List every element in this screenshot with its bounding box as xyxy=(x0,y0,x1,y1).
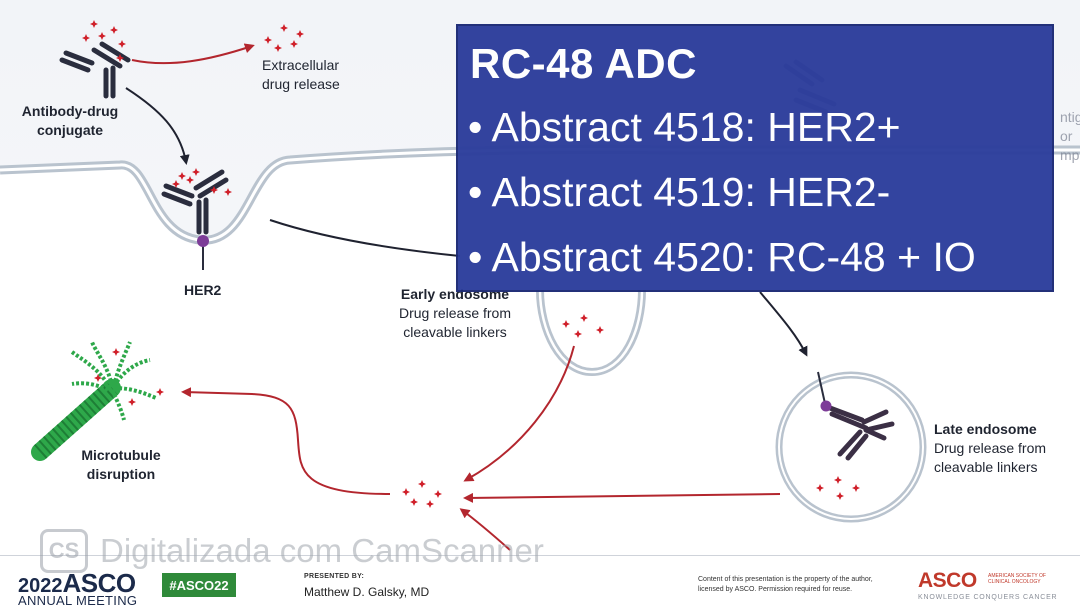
early-endosome-label: Early endosome Drug release from cleavab… xyxy=(388,285,522,342)
annual-meeting-label: ANNUAL MEETING xyxy=(18,593,138,608)
arrow-lower-release xyxy=(459,508,511,551)
hashtag-badge: #ASCO22 xyxy=(162,573,236,597)
rc48-overlay-box: RC-48 ADC • Abstract 4518: HER2+ • Abstr… xyxy=(456,24,1054,292)
overlay-bullet-4520: • Abstract 4520: RC-48 + IO xyxy=(468,234,976,280)
late-endosome-label: Late endosome Drug release from cleavabl… xyxy=(934,420,1046,477)
presenter-name: Matthew D. Galsky, MD xyxy=(304,585,430,599)
early-endosome-line2: cleavable linkers xyxy=(403,324,507,340)
arrow-extracellular-release xyxy=(131,43,255,65)
presented-by-label: PRESENTED BY: xyxy=(304,573,365,580)
antigen-complex-line1: ntigen or xyxy=(1060,109,1080,144)
asco-tagline: KNOWLEDGE CONQUERS CANCER xyxy=(918,594,1058,601)
adc-label-line2: conjugate xyxy=(36,122,104,138)
slide-footer: 2022ASCO ANNUAL MEETING #ASCO22 PRESENTE… xyxy=(0,555,1080,612)
camscanner-watermark: CS Digitalizada com CamScanner xyxy=(40,526,544,576)
extracellular-label: Extracellular drug release xyxy=(262,56,340,94)
bound-adc-icon xyxy=(161,169,229,235)
arrow-to-microtubule xyxy=(181,387,391,495)
extracellular-label-line2: drug release xyxy=(262,76,340,92)
asco-society-name: AMERICAN SOCIETY OF CLINICAL ONCOLOGY xyxy=(988,573,1046,585)
copyright-notice: Content of this presentation is the prop… xyxy=(698,576,873,593)
late-her2-node xyxy=(820,400,832,412)
overlay-bullet-4518: • Abstract 4518: HER2+ xyxy=(468,104,901,150)
arrow-internalization xyxy=(269,219,461,257)
early-endosome-line1: Drug release from xyxy=(398,305,512,321)
arrow-to-late-endosome xyxy=(759,291,808,357)
overlay-bullet-4519: • Abstract 4519: HER2- xyxy=(468,169,891,215)
late-endosome-title: Late endosome xyxy=(934,421,1037,437)
microtubule-label-line2: disruption xyxy=(86,466,156,482)
watermark-text: Digitalizada com CamScanner xyxy=(100,532,544,569)
microtubule-icon xyxy=(31,341,157,461)
meeting-year: 2022 xyxy=(18,575,63,597)
antigen-complex-label: ntigen or mplex xyxy=(1060,108,1080,165)
adc-label-line1: Antibody-drug xyxy=(21,103,119,119)
microtubule-label: Microtubule disruption xyxy=(66,446,176,484)
asco-logo: ASCO xyxy=(918,569,977,592)
adc-label: Antibody-drug conjugate xyxy=(10,102,130,140)
antigen-complex-line2: mplex xyxy=(1060,147,1080,163)
extracellular-label-line1: Extracellular xyxy=(262,57,340,73)
arrow-late-release xyxy=(463,492,781,503)
late-endosome-antibody-icon xyxy=(827,405,895,461)
overlay-title: RC-48 ADC xyxy=(470,40,697,87)
camscanner-icon: CS xyxy=(40,529,88,573)
adc-antibody-icon xyxy=(59,41,131,99)
extracellular-payloads xyxy=(264,24,304,52)
her2-label: HER2 xyxy=(184,282,222,298)
arrow-early-release xyxy=(463,345,575,482)
late-endosome-line2: cleavable linkers xyxy=(934,459,1038,475)
meeting-year-logo: 2022ASCO xyxy=(18,568,136,599)
arrow-binding xyxy=(125,87,190,165)
meeting-asco: ASCO xyxy=(62,568,137,598)
microtubule-label-line1: Microtubule xyxy=(81,447,161,463)
her2-node xyxy=(197,235,209,247)
late-endosome-line1: Drug release from xyxy=(934,440,1047,456)
